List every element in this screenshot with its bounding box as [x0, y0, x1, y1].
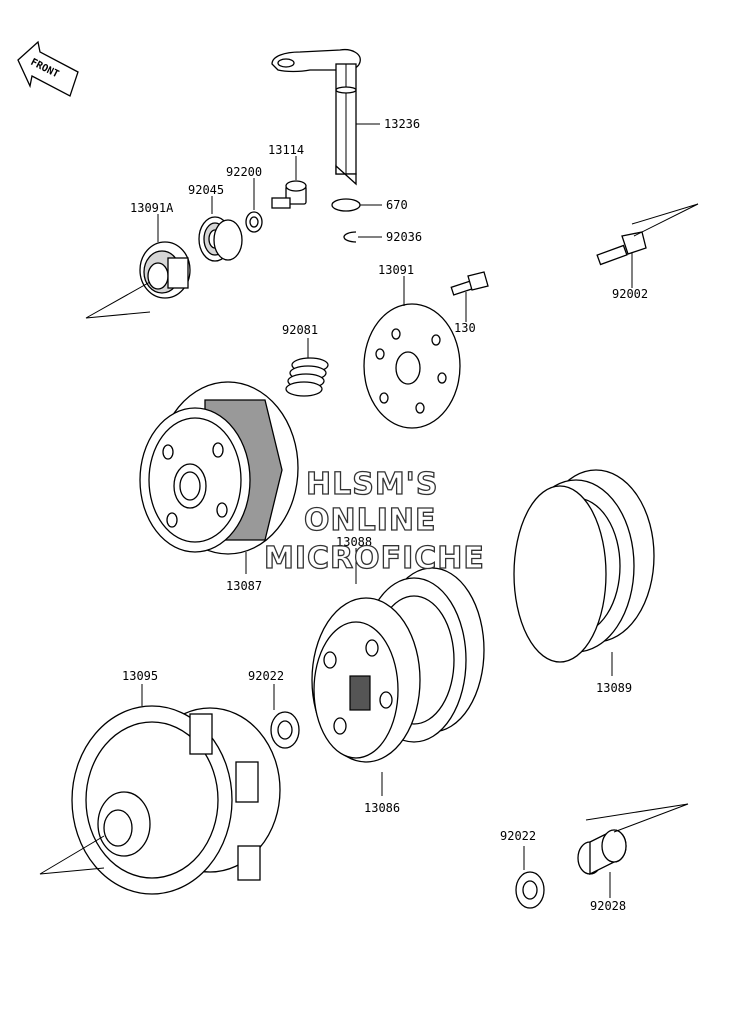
part-92045-bearing — [198, 216, 243, 262]
label-92045: 92045 — [188, 183, 224, 197]
label-92022-lower: 92022 — [500, 829, 536, 843]
label-13095: 13095 — [122, 669, 158, 683]
part-92002-bolt — [596, 231, 647, 266]
part-130-bolt — [450, 271, 489, 296]
front-arrow: FRONT — [17, 40, 79, 97]
label-13091A: 13091A — [130, 201, 174, 215]
part-13091-plate — [363, 303, 461, 429]
label-92200: 92200 — [226, 165, 262, 179]
watermark-line-3: MICROFICHE — [264, 541, 485, 576]
label-13087: 13087 — [226, 579, 262, 593]
label-92036: 92036 — [386, 230, 422, 244]
part-92028-sleeve — [577, 829, 627, 876]
part-13114-pin — [271, 180, 307, 209]
part-13095-housing — [71, 705, 281, 895]
watermark-line-2: ONLINE — [304, 503, 437, 538]
label-13114: 13114 — [268, 143, 304, 157]
part-92081-spring — [285, 357, 329, 397]
part-92200-washer — [245, 211, 263, 233]
label-92002: 92002 — [612, 287, 648, 301]
part-92036-circlip — [343, 231, 357, 243]
part-13091A-bushing — [139, 241, 191, 299]
part-670-o-ring — [331, 198, 361, 212]
watermark-line-1: HLSM'S — [306, 467, 438, 502]
part-13086-plate — [311, 597, 421, 763]
label-13091: 13091 — [378, 263, 414, 277]
watermark: HLSM'S ONLINE MICROFICHE — [263, 466, 485, 576]
label-13086: 13086 — [364, 801, 400, 815]
label-92022-upper: 92022 — [248, 669, 284, 683]
label-92028: 92028 — [590, 899, 626, 913]
label-670: 670 — [386, 198, 408, 212]
part-92022-washer-upper — [270, 711, 300, 749]
label-92081: 92081 — [282, 323, 318, 337]
label-13088: 13088 — [336, 535, 372, 549]
label-13089: 13089 — [596, 681, 632, 695]
label-130: 130 — [454, 321, 476, 335]
part-92022-washer-lower — [515, 871, 545, 909]
part-13236-shaft — [271, 48, 361, 186]
part-13089-plates — [513, 469, 655, 663]
label-13236: 13236 — [384, 117, 420, 131]
part-13087-hub — [139, 381, 299, 555]
